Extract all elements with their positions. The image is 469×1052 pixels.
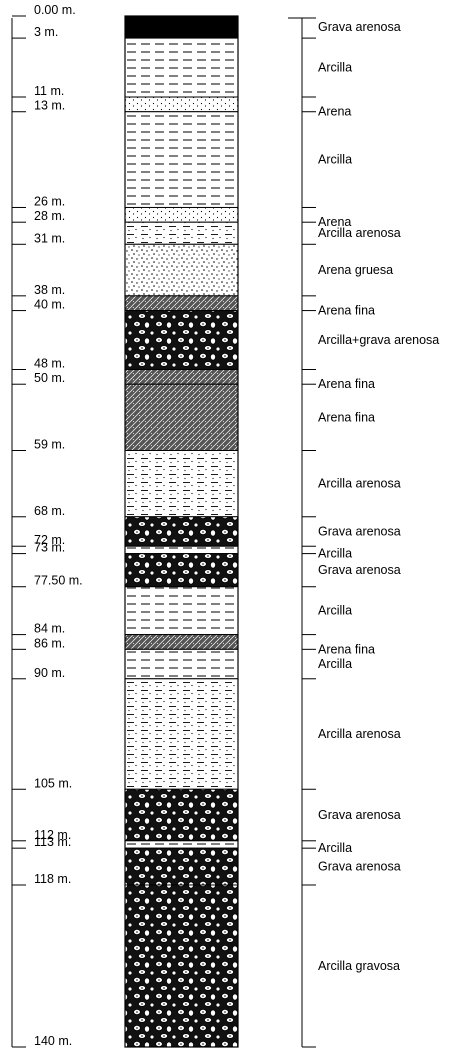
lithology-labels: Grava arenosaArcillaArenaArcillaArenaArc… [288, 17, 439, 1048]
depth-label: 38 m. [34, 283, 65, 297]
lithology-label: Grava arenosa [318, 808, 401, 822]
lithology-label: Grava arenosa [318, 860, 401, 874]
layer-clay [124, 648, 239, 680]
depth-label: 90 m. [34, 666, 65, 680]
depth-label: 48 m. [34, 356, 65, 370]
depth-label: 140 m. [34, 1034, 72, 1048]
depth-label: 28 m. [34, 209, 65, 223]
depth-label: 50 m. [34, 371, 65, 385]
depth-label: 3 m. [34, 25, 58, 39]
lithology-label: Grava arenosa [318, 525, 401, 539]
layer-gravel [124, 788, 239, 842]
depth-label: 77.50 m. [34, 574, 83, 588]
depth-label: 31 m. [34, 231, 65, 245]
lithology-label: Arena fina [318, 642, 375, 656]
layer-sandyclay [124, 678, 239, 790]
column-border [124, 15, 239, 1048]
lithology-label: Arena [318, 215, 351, 229]
layer-solid [124, 15, 239, 39]
depth-label: 73 m. [34, 541, 65, 555]
depth-label: 68 m. [34, 504, 65, 518]
depth-label: 112 m. [34, 828, 71, 842]
depth-label: 40 m. [34, 298, 65, 312]
layer-sandyclay [124, 221, 239, 245]
layer-sandyclay [124, 449, 239, 518]
layer-finesand [124, 295, 239, 312]
lithology-label: Arcilla arenosa [318, 727, 401, 741]
lithology-label: Arcilla [318, 153, 352, 167]
depth-label: 84 m. [34, 622, 65, 636]
layer-gravel [124, 847, 239, 886]
lithology-label: Arcilla gravosa [318, 959, 400, 973]
lithology-label: Arcilla+grava arenosa [318, 333, 439, 347]
depth-label: 86 m. [34, 636, 65, 650]
lithology-label: Arcilla [318, 61, 352, 75]
lithology-label: Arcilla arenosa [318, 226, 401, 240]
layer-clay [124, 586, 239, 636]
layer-clay [124, 37, 239, 98]
layer-finesand [124, 634, 239, 650]
layer-coarsesand [124, 243, 239, 297]
layer-gravel [124, 553, 239, 588]
lithology-label: Arcilla [318, 841, 352, 855]
depth-label: 118 m. [34, 872, 71, 886]
depth-label: 11 m. [34, 84, 64, 98]
lithology-label: Arena fina [318, 377, 375, 391]
depth-scale: 0.00 m. 3 m. 11 m.13 m. 26 m.28 m. 31 m. 38 m… [11, 3, 83, 1048]
depth-label: 26 m. [34, 194, 65, 208]
lithology-label: Arcilla [318, 604, 352, 618]
layer-finesand [124, 383, 239, 451]
lithology-label: Grava arenosa [318, 20, 401, 34]
lithology-label: Arcilla [318, 547, 352, 561]
lithology-label: Arcilla arenosa [318, 477, 401, 491]
depth-label: 72 m. [34, 533, 65, 547]
depth-label: 13 m. [34, 99, 65, 113]
lithology-label: Arena gruesa [318, 263, 393, 277]
layer-clay [124, 111, 239, 208]
lithology-column [124, 15, 239, 1048]
layer-gravel [124, 884, 239, 1048]
layer-clay [124, 545, 239, 555]
layer-gravel [124, 310, 239, 370]
layer-sand [124, 206, 239, 223]
layer-sand [124, 96, 239, 113]
layer-clay [124, 840, 239, 849]
depth-label: 105 m. [34, 776, 72, 790]
depth-label: 59 m. [34, 437, 65, 451]
lithology-label: Grava arenosa [318, 563, 401, 577]
layer-gravel [124, 516, 239, 547]
lithology-label: Arcilla [318, 657, 352, 671]
lithology-label: Arena fina [318, 304, 375, 318]
depth-label: 113 m. [34, 835, 71, 849]
depth-label: 0.00 m. [34, 3, 76, 17]
lithology-label: Arena [318, 105, 351, 119]
lithology-label: Arena fina [318, 410, 375, 424]
layer-finesand [124, 368, 239, 385]
